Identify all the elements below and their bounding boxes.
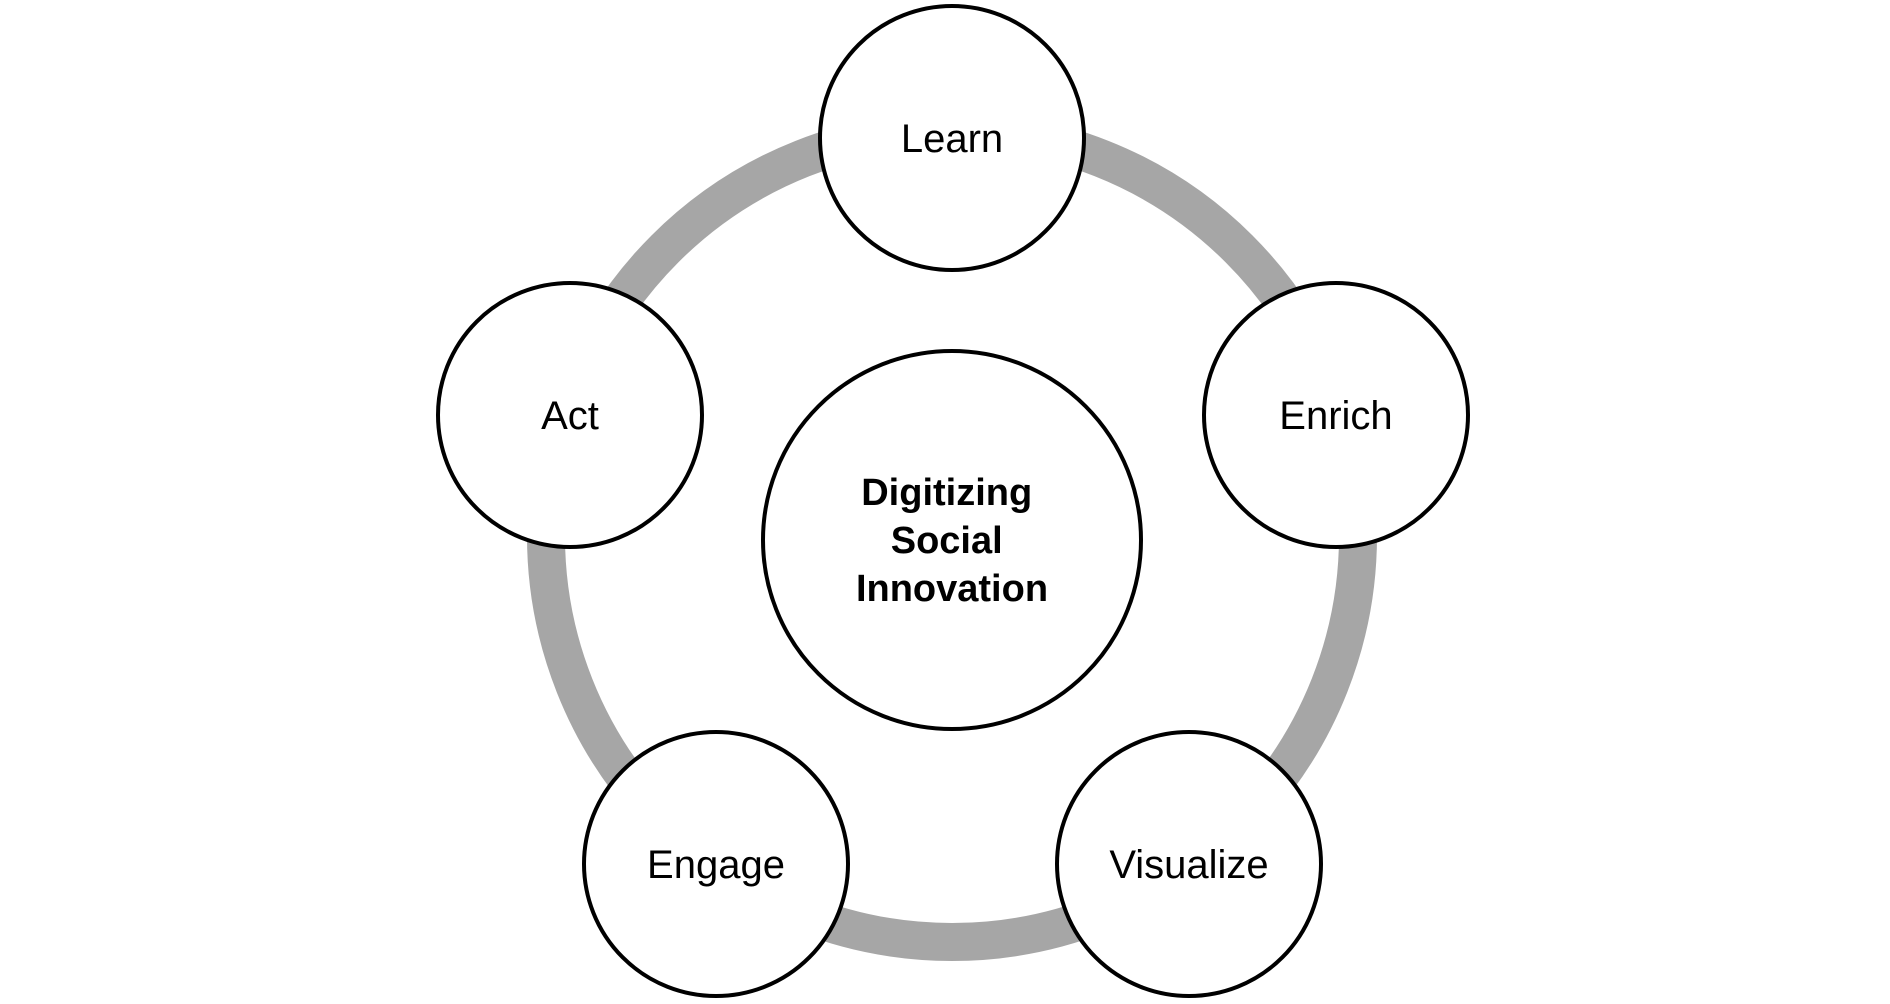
node-learn: Learn bbox=[818, 4, 1086, 272]
node-enrich: Enrich bbox=[1202, 281, 1470, 549]
node-learn-label: Learn bbox=[901, 117, 1003, 161]
node-enrich-circle bbox=[1202, 281, 1470, 549]
center-title-line-1: Digitizing bbox=[861, 472, 1032, 514]
node-visualize-label: Visualize bbox=[1109, 843, 1268, 887]
node-act: Act bbox=[436, 281, 704, 549]
node-act-circle bbox=[436, 281, 704, 549]
node-learn-circle bbox=[818, 4, 1086, 272]
node-engage-circle bbox=[582, 730, 850, 998]
node-visualize-circle bbox=[1055, 730, 1323, 998]
node-enrich-label: Enrich bbox=[1279, 394, 1392, 438]
node-engage: Engage bbox=[582, 730, 850, 998]
center-node: Digitizing Social Innovation bbox=[761, 349, 1143, 731]
center-title-line-2: Social bbox=[891, 520, 1003, 562]
center-title-line-3: Innovation bbox=[856, 568, 1048, 610]
center-title: Digitizing Social Innovation bbox=[856, 472, 1048, 610]
node-act-label: Act bbox=[541, 394, 599, 438]
node-visualize: Visualize bbox=[1055, 730, 1323, 998]
center-circle bbox=[761, 349, 1143, 731]
node-engage-label: Engage bbox=[647, 843, 785, 887]
